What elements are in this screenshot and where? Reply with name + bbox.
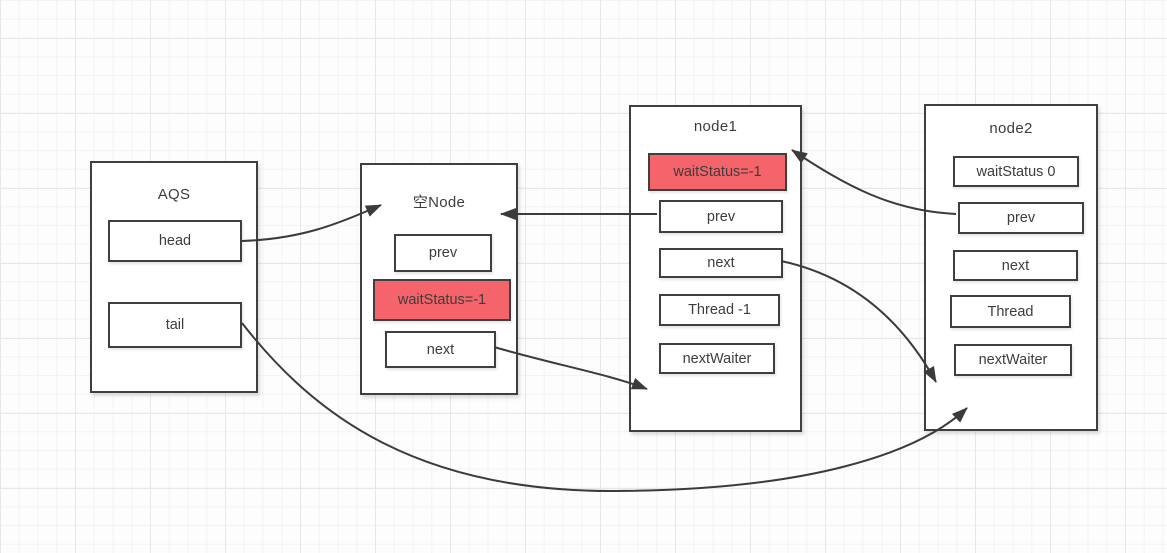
node1-field-next[interactable]: next bbox=[659, 248, 783, 278]
node1-field-prev[interactable]: prev bbox=[659, 200, 783, 233]
aqs-box[interactable]: AQS head tail bbox=[90, 161, 258, 393]
arrow-tail-to-node2[interactable] bbox=[241, 322, 968, 493]
node2-field-prev[interactable]: prev bbox=[958, 202, 1084, 234]
arrow-node1-next-to-node2[interactable] bbox=[780, 260, 937, 383]
empty-node-title: 空Node bbox=[412, 194, 466, 211]
aqs-field-tail[interactable]: tail bbox=[108, 302, 242, 348]
node2-field-next[interactable]: next bbox=[953, 250, 1078, 281]
aqs-field-head[interactable]: head bbox=[108, 220, 242, 262]
node2-field-waitstatus[interactable]: waitStatus 0 bbox=[953, 156, 1079, 187]
node1-title: node1 bbox=[693, 118, 738, 135]
node2-field-thread[interactable]: Thread bbox=[950, 295, 1071, 328]
node2-box[interactable]: node2 waitStatus 0 prev next Thread next… bbox=[924, 104, 1098, 431]
empty-node-field-next[interactable]: next bbox=[385, 331, 496, 368]
aqs-title: AQS bbox=[157, 186, 191, 203]
node2-title: node2 bbox=[989, 120, 1033, 137]
node1-box[interactable]: node1 waitStatus=-1 prev next Thread -1 … bbox=[629, 105, 802, 432]
node1-field-waitstatus[interactable]: waitStatus=-1 bbox=[648, 153, 787, 191]
node1-field-nextwaiter[interactable]: nextWaiter bbox=[659, 343, 775, 374]
node1-field-thread[interactable]: Thread -1 bbox=[659, 294, 780, 326]
empty-node-field-waitstatus[interactable]: waitStatus=-1 bbox=[373, 279, 511, 321]
empty-node-box[interactable]: 空Node prev waitStatus=-1 next bbox=[360, 163, 518, 395]
empty-node-field-prev[interactable]: prev bbox=[394, 234, 492, 272]
node2-field-nextwaiter[interactable]: nextWaiter bbox=[954, 344, 1072, 376]
